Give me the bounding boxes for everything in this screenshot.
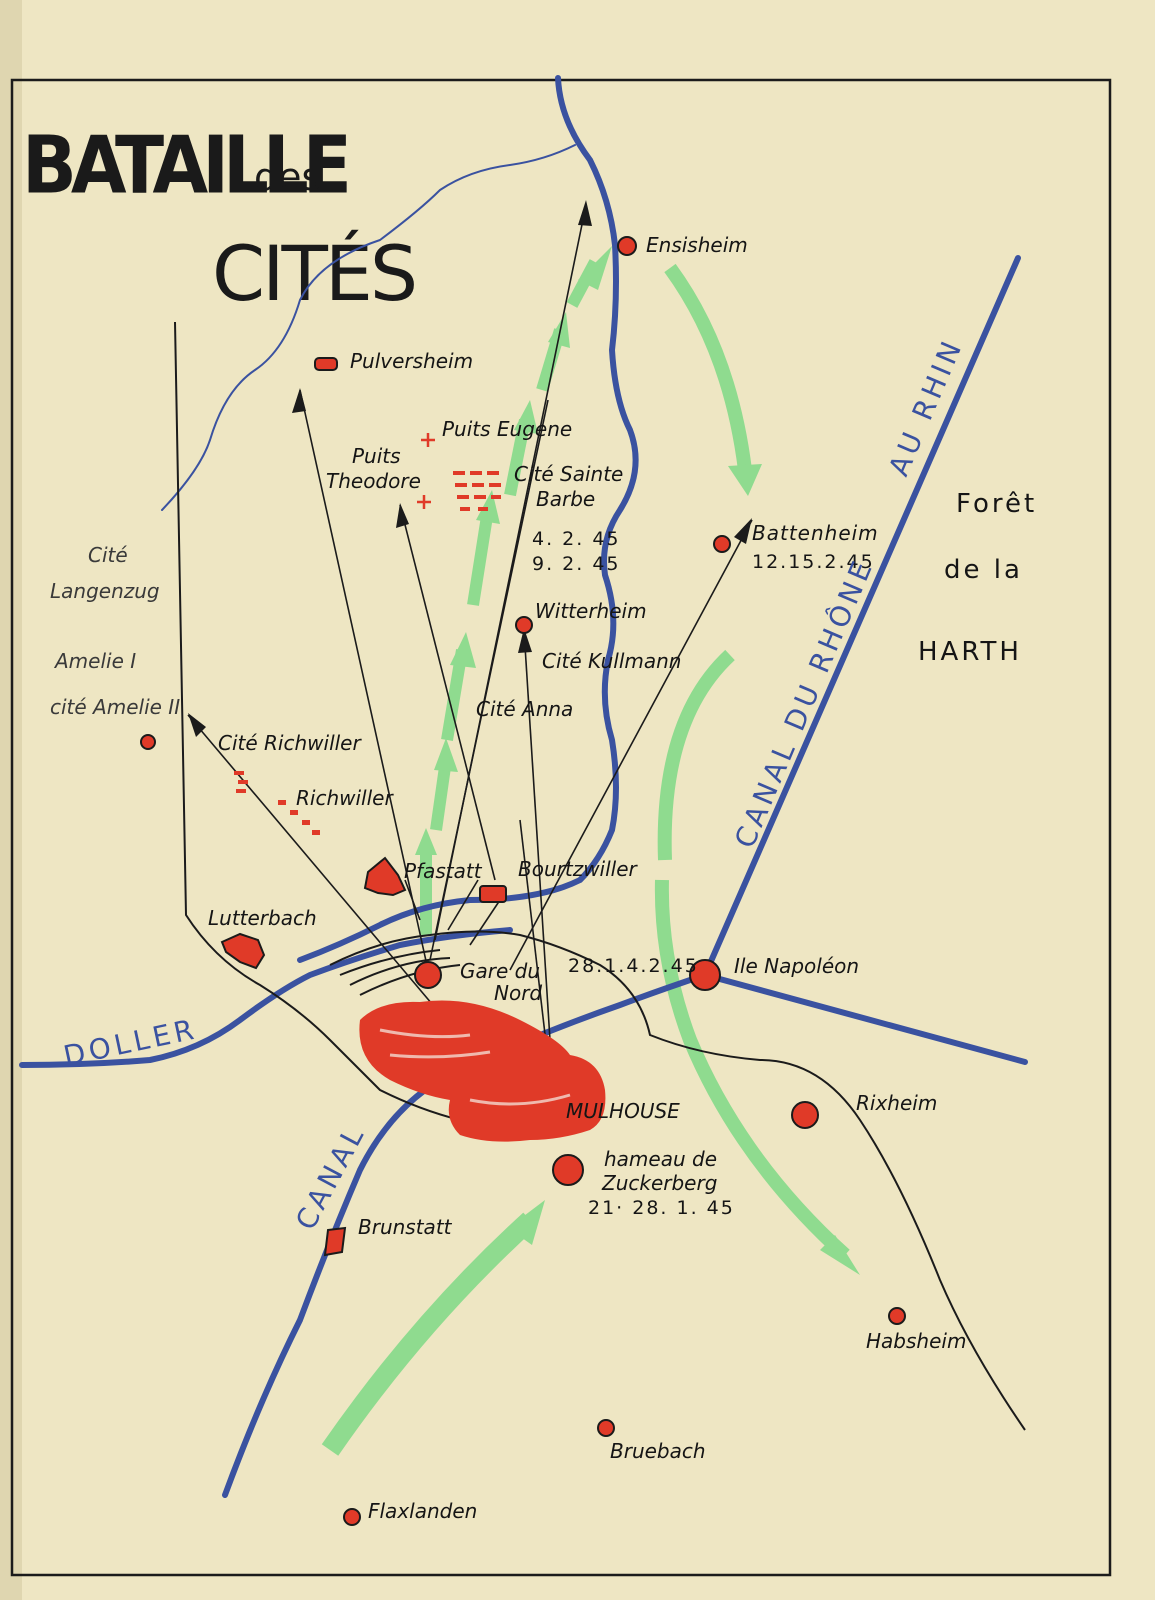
bourtzwiller-marker xyxy=(479,885,507,903)
label-date-ste-barbe-2: 9. 2. 45 xyxy=(532,553,621,575)
label-gare-du-nord-1: Gare du xyxy=(460,959,540,983)
label-zuckerberg-date: 21· 28. 1. 45 xyxy=(588,1197,735,1219)
title-line-2: des xyxy=(254,155,321,199)
label-witterheim: Witterheim xyxy=(535,599,647,623)
label-foret-3: HARTH xyxy=(918,637,1022,667)
label-richwiller: Richwiller xyxy=(296,786,394,810)
label-zuckerberg-2: Zuckerberg xyxy=(601,1171,717,1195)
label-puits-eugene: Puits Eugene xyxy=(442,417,572,441)
label-cite-sainte-barbe-2: Barbe xyxy=(536,487,595,511)
rail-lines xyxy=(174,321,1026,1431)
label-battenheim-date: 12.15.2.45 xyxy=(752,551,875,573)
label-gare-du-nord-2: Nord xyxy=(494,981,542,1005)
label-foret-2: de la xyxy=(944,555,1023,585)
title-line-1: BATAILLE xyxy=(22,119,347,211)
label-cite-sainte-barbe-1: Cité Sainte xyxy=(514,462,623,486)
amelie-marker xyxy=(140,734,156,750)
ensisheim-marker xyxy=(617,236,637,256)
label-battenheim: Battenheim xyxy=(752,521,879,545)
label-puits-theodore-1: Puits xyxy=(352,444,401,468)
bruebach-marker xyxy=(597,1419,615,1437)
label-pulversheim: Pulversheim xyxy=(350,349,473,373)
place-labels: Ensisheim Pulversheim Puits Eugene Puits… xyxy=(50,233,1037,1523)
label-ensisheim: Ensisheim xyxy=(646,233,748,257)
label-ile-napoleon: Ile Napoléon xyxy=(734,954,859,978)
lutterbach-marker xyxy=(220,932,266,970)
attack-arrowheads xyxy=(188,200,752,737)
mulhouse-area xyxy=(359,1000,606,1142)
label-rixheim: Rixheim xyxy=(856,1091,937,1115)
gare-du-nord-marker xyxy=(414,961,442,989)
label-gare-date: 28.1.4.2.45 xyxy=(568,955,699,977)
zuckerberg-marker xyxy=(552,1154,584,1186)
label-cite-anna: Cité Anna xyxy=(476,697,573,721)
witterheim-marker xyxy=(515,616,533,634)
label-cite-kullmann: Cité Kullmann xyxy=(542,649,681,673)
brunstatt-marker xyxy=(323,1226,347,1257)
advance-arrows xyxy=(321,259,850,1456)
label-cite-langenzug-1: Cité xyxy=(88,543,128,567)
label-pfastatt: Pfastatt xyxy=(404,859,483,883)
label-mulhouse: MULHOUSE xyxy=(566,1099,680,1123)
label-cite-langenzug-2: Langenzug xyxy=(50,579,160,603)
habsheim-marker xyxy=(888,1307,906,1325)
label-amelie-1: Amelie I xyxy=(53,649,136,673)
label-lutterbach: Lutterbach xyxy=(208,906,317,930)
rixheim-marker xyxy=(791,1101,819,1129)
label-puits-theodore-2: Theodore xyxy=(326,469,421,493)
label-brunstatt: Brunstatt xyxy=(358,1215,453,1239)
title-line-3: CITÉS xyxy=(212,229,415,318)
label-foret-1: Forêt xyxy=(956,489,1037,519)
label-bruebach: Bruebach xyxy=(610,1439,706,1463)
battenheim-marker xyxy=(713,535,731,553)
label-habsheim: Habsheim xyxy=(866,1329,966,1353)
label-flaxlanden: Flaxlanden xyxy=(368,1499,477,1523)
cite-markers xyxy=(234,471,501,835)
flaxlanden-marker xyxy=(343,1508,361,1526)
label-bourtzwiller: Bourtzwiller xyxy=(518,857,639,881)
puits-crosses xyxy=(417,433,435,509)
ile-napoleon-marker xyxy=(689,959,721,991)
label-date-ste-barbe-1: 4. 2. 45 xyxy=(532,528,621,550)
label-cite-richwiller: Cité Richwiller xyxy=(218,731,362,755)
towns xyxy=(140,236,906,1526)
label-zuckerberg-1: hameau de xyxy=(604,1147,717,1171)
pulversheim-marker xyxy=(314,357,338,371)
map-title: BATAILLE des CITÉS xyxy=(22,119,418,318)
label-amelie-2: cité Amelie II xyxy=(50,695,180,719)
attack-lines xyxy=(187,204,753,1121)
pfastatt-marker xyxy=(363,856,407,897)
